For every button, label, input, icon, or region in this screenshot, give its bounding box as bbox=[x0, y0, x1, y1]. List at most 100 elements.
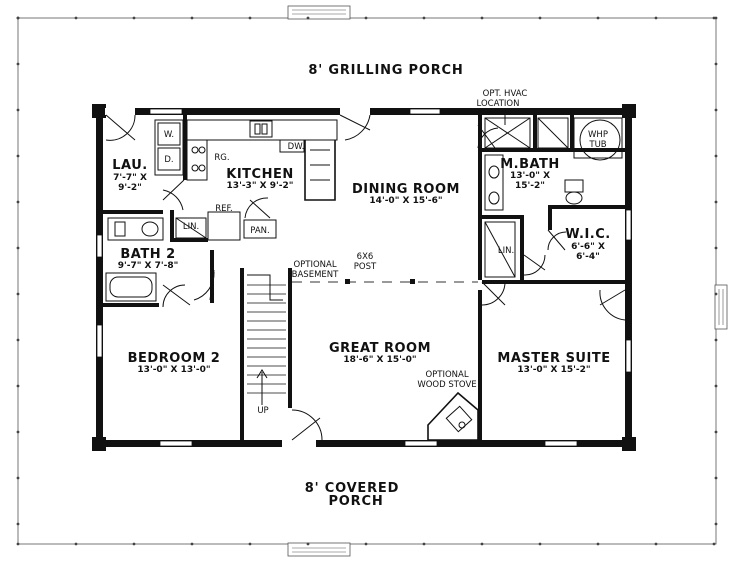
porch-post bbox=[714, 292, 718, 296]
door-swings bbox=[105, 114, 626, 441]
porch-posts bbox=[16, 16, 718, 546]
linen-closet-label: LIN. bbox=[183, 222, 199, 232]
basement-note-1: OPTIONAL bbox=[293, 260, 336, 270]
porch-post bbox=[16, 476, 20, 480]
refrigerator-label: REF. bbox=[215, 204, 233, 214]
porch-post bbox=[714, 16, 718, 20]
bath2-label: BATH 2 bbox=[120, 247, 175, 262]
laundry-label: LAU. bbox=[112, 158, 147, 173]
porch-post bbox=[16, 430, 20, 434]
tub-label-2: TUB bbox=[588, 140, 606, 150]
tub-label-1: WHP bbox=[588, 130, 608, 140]
dining-room-dim: 14'-0" X 15'-6" bbox=[369, 196, 442, 206]
porch-post bbox=[132, 542, 136, 546]
interior-walls bbox=[103, 115, 625, 440]
porch-post bbox=[16, 338, 20, 342]
porch-post bbox=[714, 384, 718, 388]
porch-post bbox=[190, 542, 194, 546]
porch-post bbox=[480, 16, 484, 20]
wood-stove bbox=[427, 391, 479, 441]
stair-arrow-icon bbox=[256, 369, 268, 405]
porch-post bbox=[714, 338, 718, 342]
porch-post bbox=[16, 384, 20, 388]
porch-post bbox=[16, 154, 20, 158]
bedroom2-dim: 13'-0" X 13'-0" bbox=[137, 365, 210, 375]
master-bath-label: M.BATH bbox=[500, 157, 560, 172]
stove-note-2: WOOD STOVE bbox=[417, 380, 476, 390]
porch-post bbox=[74, 16, 78, 20]
great-room-dim: 18'-6" X 15'-0" bbox=[343, 355, 416, 365]
porch-post bbox=[16, 246, 20, 250]
exterior-walls bbox=[92, 104, 636, 451]
porch-post bbox=[654, 542, 658, 546]
bedroom2-label: BEDROOM 2 bbox=[128, 351, 221, 366]
porch-post bbox=[712, 542, 716, 546]
post-marker bbox=[345, 279, 350, 284]
porch-post bbox=[16, 16, 20, 20]
mbath-linen-label: LIN. bbox=[498, 246, 514, 256]
porch-post bbox=[712, 16, 716, 20]
kitchen-dim: 13'-3" X 9'-2" bbox=[227, 181, 294, 191]
porch-post bbox=[190, 16, 194, 20]
porch-post bbox=[248, 16, 252, 20]
porch-post bbox=[538, 542, 542, 546]
porch-post bbox=[714, 62, 718, 66]
kitchen-fixtures bbox=[154, 119, 338, 241]
wic-dim-1: 6'-6" X bbox=[571, 242, 605, 252]
hvac-note-1: OPT. HVAC bbox=[483, 89, 528, 99]
porch-post bbox=[538, 16, 542, 20]
bath2-dim: 9'-7" X 7'-8" bbox=[118, 261, 179, 271]
porch-post bbox=[16, 542, 20, 546]
master-suite-label: MASTER SUITE bbox=[497, 351, 610, 366]
master-bath-fixtures bbox=[484, 117, 623, 278]
laundry-dim-2: 9'-2" bbox=[118, 183, 142, 193]
porch-post bbox=[132, 16, 136, 20]
master-suite-dim: 13'-0" X 15'-2" bbox=[517, 365, 590, 375]
stairs-up-label: UP bbox=[257, 406, 268, 416]
master-bath-dim-2: 15'-2" bbox=[515, 181, 545, 191]
post-note-2: POST bbox=[354, 262, 377, 272]
porch-post bbox=[74, 542, 78, 546]
porch-post bbox=[16, 292, 20, 296]
porch-post bbox=[714, 200, 718, 204]
dining-room-label: DINING ROOM bbox=[352, 182, 460, 197]
dishwasher-label: DW. bbox=[288, 142, 305, 152]
wic-label: W.I.C. bbox=[565, 227, 610, 242]
porch-post bbox=[596, 542, 600, 546]
porch-post bbox=[16, 62, 20, 66]
porch-post bbox=[714, 246, 718, 250]
porch-post bbox=[16, 200, 20, 204]
wic-dim-2: 6'-4" bbox=[576, 252, 600, 262]
porch-post bbox=[16, 108, 20, 112]
laundry-dim-1: 7'-7" X bbox=[113, 173, 147, 183]
bottom-porch-label-2: PORCH bbox=[328, 494, 383, 509]
post-note-1: 6X6 bbox=[357, 252, 374, 262]
porch-post bbox=[596, 16, 600, 20]
post-marker bbox=[410, 279, 415, 284]
range-label: RG. bbox=[214, 153, 229, 163]
porch-post bbox=[248, 542, 252, 546]
porch-post bbox=[714, 476, 718, 480]
porch-post bbox=[364, 16, 368, 20]
pantry-label: PAN. bbox=[250, 226, 269, 236]
porch-post bbox=[422, 542, 426, 546]
porch-post bbox=[654, 16, 658, 20]
porch-post bbox=[422, 16, 426, 20]
master-bath-dim-1: 13'-0" X bbox=[510, 171, 550, 181]
porch-post bbox=[714, 430, 718, 434]
top-porch-label: 8' GRILLING PORCH bbox=[308, 63, 463, 78]
stairs bbox=[247, 284, 286, 394]
kitchen-label: KITCHEN bbox=[226, 167, 293, 182]
porch-post bbox=[16, 522, 20, 526]
porch-post bbox=[306, 542, 310, 546]
great-room-label: GREAT ROOM bbox=[329, 341, 431, 356]
stair-landing bbox=[247, 274, 283, 301]
bath2-fixtures bbox=[105, 217, 207, 302]
washer-label: W. bbox=[164, 130, 174, 140]
dryer-label: D. bbox=[164, 155, 173, 165]
stove-note-1: OPTIONAL bbox=[425, 370, 468, 380]
porch-post bbox=[306, 16, 310, 20]
hvac-note-2: LOCATION bbox=[477, 99, 520, 109]
bottom-porch-label: 8' COVERED bbox=[305, 481, 399, 496]
